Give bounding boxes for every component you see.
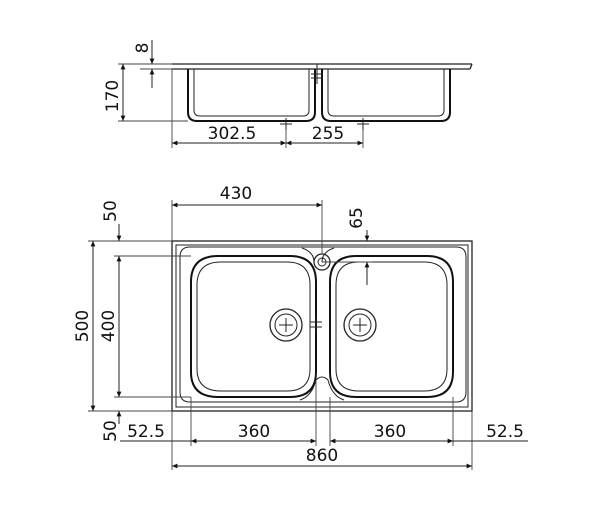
left-bowl <box>190 255 317 398</box>
top-margin-label: 50 <box>101 200 121 222</box>
side-left-bowl-inner <box>193 69 310 117</box>
bottom-margin-label: 50 <box>101 420 121 442</box>
bridge-notch <box>299 376 345 401</box>
side-right-bowl <box>321 69 451 122</box>
right-bowl <box>329 255 454 398</box>
left-margin-label: 52.5 <box>127 422 165 442</box>
side-view: 8 170 302.5 255 <box>103 40 473 148</box>
overall-width-label: 860 <box>306 446 338 466</box>
right-margin-label: 52.5 <box>486 422 524 442</box>
second-bowl-width-label: 255 <box>312 124 344 144</box>
tap-hole-offset-label: 65 <box>347 207 367 229</box>
left-bowl-inner <box>196 261 311 392</box>
bowl-depth-label: 400 <box>99 310 119 342</box>
side-right-bowl-inner <box>327 69 445 117</box>
top-view: 430 65 50 500 400 50 52.5 360 360 52.5 <box>73 184 528 470</box>
overall-depth-label: 500 <box>73 310 93 342</box>
center-offset-label: 430 <box>220 184 252 204</box>
right-drain <box>343 308 377 342</box>
depth-label: 170 <box>103 80 123 112</box>
first-bowl-width-label: 302.5 <box>208 124 257 144</box>
rim-edge <box>469 63 473 70</box>
left-bowl-width-label: 360 <box>238 422 270 442</box>
rim-thickness-label: 8 <box>133 43 153 54</box>
right-bowl-width-label: 360 <box>374 422 406 442</box>
right-bowl-inner <box>335 261 448 392</box>
left-drain <box>269 308 303 342</box>
outer-frame-inner <box>175 244 469 408</box>
bowl-surround <box>179 246 467 403</box>
side-left-bowl <box>187 69 316 122</box>
